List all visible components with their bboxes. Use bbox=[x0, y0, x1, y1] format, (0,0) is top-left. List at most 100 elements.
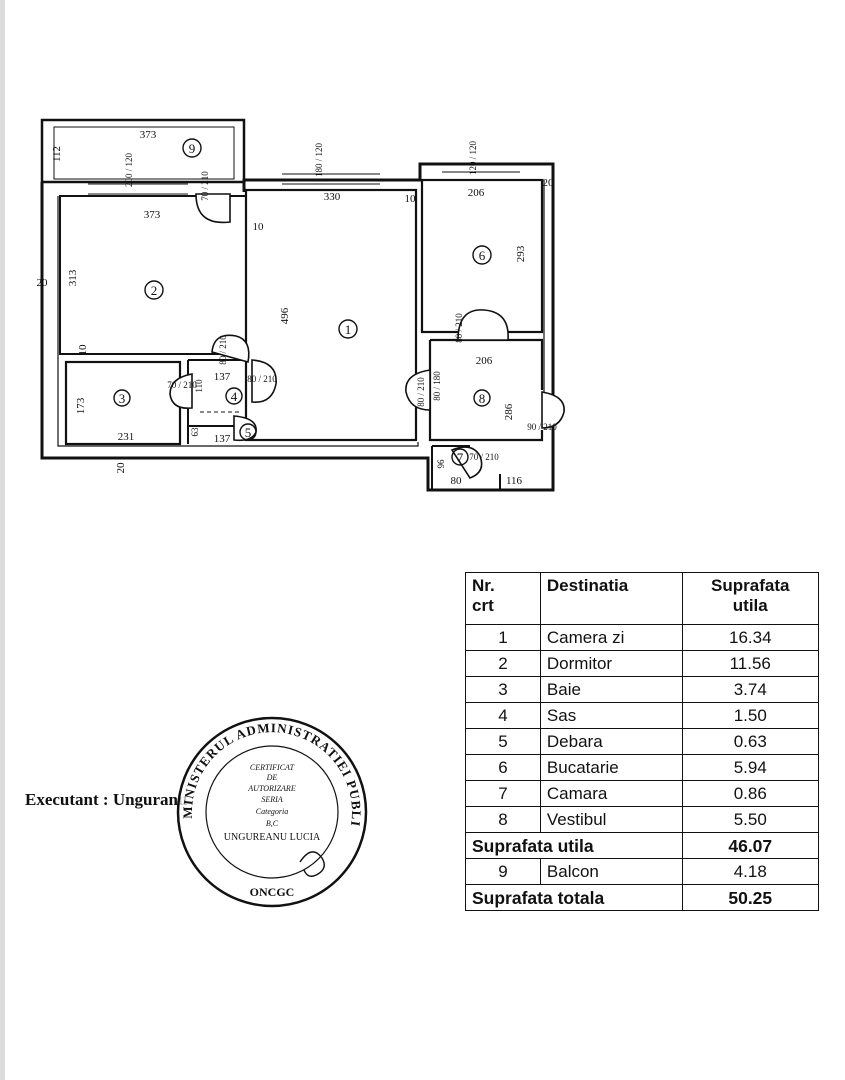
stamp-bottom-text: ONCGC bbox=[250, 885, 295, 899]
executant-name: Unguranu bbox=[112, 790, 188, 809]
dim: 120 / 120 bbox=[468, 141, 478, 176]
dim: 80 / 210 bbox=[454, 313, 464, 343]
total-value: 50.25 bbox=[681, 884, 820, 911]
balcony-outline bbox=[40, 118, 246, 184]
row-name: Dormitor bbox=[539, 650, 683, 677]
total-row: Suprafata totala 50.25 bbox=[465, 884, 820, 911]
room-number: 2 bbox=[151, 283, 158, 298]
dim: 137 bbox=[214, 433, 231, 445]
dim: 80 bbox=[451, 475, 463, 487]
row-nr: 7 bbox=[465, 780, 541, 807]
dim: 63 bbox=[190, 427, 200, 437]
room-number: 4 bbox=[231, 389, 238, 404]
stamp-line: CERTIFICAT bbox=[250, 763, 295, 772]
stamp-line: B,C bbox=[266, 819, 279, 828]
row-nr: 6 bbox=[465, 754, 541, 781]
dim: 80 / 180 bbox=[432, 371, 442, 401]
dim: 70 / 210 bbox=[200, 171, 210, 201]
room-number: 9 bbox=[189, 141, 196, 156]
row-value: 1.50 bbox=[681, 702, 820, 729]
dim: 137 bbox=[214, 371, 231, 383]
header-nr: Nr. crt bbox=[465, 572, 541, 625]
dim: 231 bbox=[118, 431, 135, 443]
row-value: 16.34 bbox=[681, 624, 820, 651]
row-name: Camara bbox=[539, 780, 683, 807]
door-arcs bbox=[169, 193, 565, 479]
dim: 80 / 210 bbox=[218, 335, 228, 365]
dim: 10 bbox=[253, 221, 265, 233]
room-number: 1 bbox=[345, 322, 352, 337]
dim: 116 bbox=[506, 475, 523, 487]
stamp-line: UNGUREANU LUCIA bbox=[224, 832, 321, 843]
stamp-center-text: CERTIFICAT DE AUTORIZARE SERIA Categoria… bbox=[224, 763, 321, 843]
dim: 10 bbox=[77, 344, 89, 356]
floor-plan: 1 2 3 4 5 6 7 8 9 373 112 200 / 120 70 /… bbox=[37, 118, 565, 492]
room-number: 8 bbox=[479, 391, 486, 406]
header-suprafata: Suprafata utila bbox=[681, 572, 820, 625]
dim: 373 bbox=[140, 129, 157, 141]
row-name: Camera zi bbox=[539, 624, 683, 651]
dim: 80 / 210 bbox=[247, 374, 277, 384]
dim: 20 bbox=[115, 462, 127, 474]
dim: 173 bbox=[75, 397, 87, 414]
dim: 286 bbox=[503, 403, 515, 420]
dim: 80 / 210 bbox=[416, 377, 426, 407]
table-header-row: Nr. crt Destinatia Suprafata utila bbox=[465, 572, 820, 625]
room-number: 6 bbox=[479, 248, 486, 263]
subtotal-row: Suprafata utila 46.07 bbox=[465, 832, 820, 859]
stamp-line: DE bbox=[266, 773, 278, 782]
dim: 20 bbox=[543, 177, 555, 189]
dim: 70 / 210 bbox=[167, 380, 197, 390]
authorization-stamp: MINISTERUL ADMINISTRATIEI PUBLICE ONCGC … bbox=[172, 712, 368, 908]
balcony-name: Balcon bbox=[539, 858, 683, 885]
row-value: 3.74 bbox=[681, 676, 820, 703]
row-value: 5.50 bbox=[681, 806, 820, 833]
dim: 293 bbox=[515, 245, 527, 262]
executant-label: Executant : bbox=[25, 790, 109, 809]
dim: 313 bbox=[67, 269, 79, 286]
dim: 10 bbox=[405, 193, 417, 205]
signature-mark bbox=[299, 851, 325, 877]
dimension-labels: 373 112 200 / 120 70 / 210 373 313 180 /… bbox=[37, 129, 558, 487]
row-value: 0.63 bbox=[681, 728, 820, 755]
executant-line: Executant : Unguranu bbox=[25, 790, 187, 810]
dim: 96 bbox=[436, 459, 446, 469]
row-value: 11.56 bbox=[681, 650, 820, 677]
dim: 206 bbox=[468, 187, 485, 199]
dim: 20 bbox=[37, 277, 49, 289]
dim: 180 / 120 bbox=[314, 143, 324, 178]
dim: 373 bbox=[144, 209, 161, 221]
row-name: Vestibul bbox=[539, 806, 683, 833]
dim: 110 bbox=[194, 379, 204, 393]
row-nr: 3 bbox=[465, 676, 541, 703]
stamp-line: AUTORIZARE bbox=[247, 784, 296, 793]
stamp-line: Categoria bbox=[256, 807, 288, 816]
balcony-value: 4.18 bbox=[681, 858, 820, 885]
row-nr: 2 bbox=[465, 650, 541, 677]
total-label: Suprafata totala bbox=[465, 884, 683, 911]
page-edge bbox=[0, 0, 5, 1080]
dim: 200 / 120 bbox=[124, 153, 134, 188]
dim: 70 / 210 bbox=[469, 452, 499, 462]
row-value: 0.86 bbox=[681, 780, 820, 807]
row-value: 5.94 bbox=[681, 754, 820, 781]
room-number-circles bbox=[113, 138, 492, 466]
row-nr: 8 bbox=[465, 806, 541, 833]
row-nr: 4 bbox=[465, 702, 541, 729]
row-name: Debara bbox=[539, 728, 683, 755]
row-name: Baie bbox=[539, 676, 683, 703]
subtotal-label: Suprafata utila bbox=[465, 832, 683, 859]
row-name: Bucatarie bbox=[539, 754, 683, 781]
dim: 206 bbox=[476, 355, 493, 367]
header-destinatia: Destinatia bbox=[539, 572, 683, 625]
stamp-line: SERIA bbox=[261, 795, 282, 804]
dim: 330 bbox=[324, 191, 341, 203]
